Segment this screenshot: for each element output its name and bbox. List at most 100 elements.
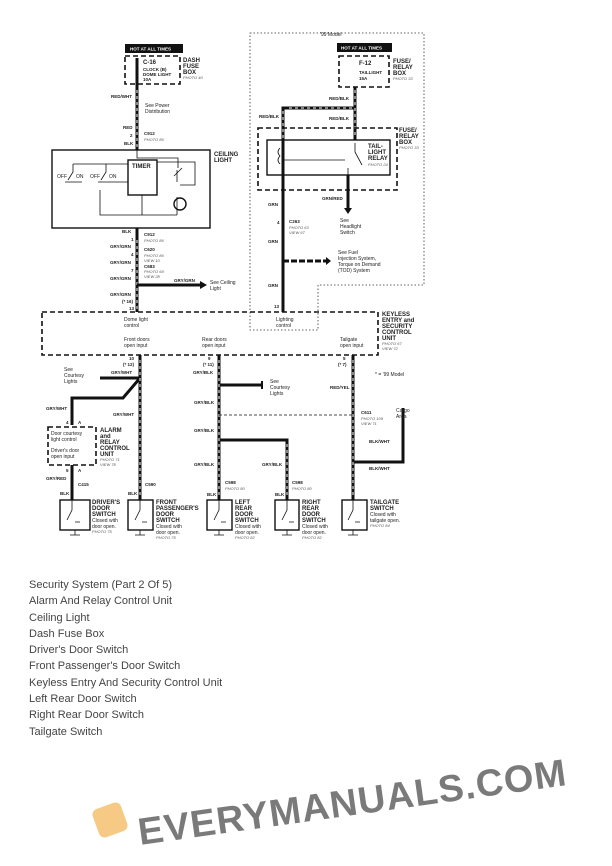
- pin-label: 13: [129, 306, 135, 311]
- fuse-relay-box: [257, 127, 398, 191]
- view-ref: VIEW 10: [144, 258, 161, 263]
- drivers-switch-label: DRIVER'S: [92, 500, 120, 506]
- taillight-relay: [266, 139, 391, 176]
- connector-label: C912: [144, 232, 155, 237]
- pin-label: 2: [130, 133, 133, 138]
- see-power-label: Distribution: [145, 109, 170, 115]
- left-rear-switch-label: REAR: [235, 506, 253, 512]
- see-fuel-label: See Fuel: [338, 250, 358, 256]
- timer-box: [127, 159, 158, 196]
- wire-label: GRY/WHT: [113, 412, 134, 417]
- pin-label: 4: [131, 252, 134, 257]
- wire-label: GRY/RED: [46, 476, 67, 481]
- wire-label: RED/WHT: [111, 94, 132, 99]
- closed-note: Closed with: [156, 524, 182, 530]
- see-ceiling-light-label: See Ceiling: [210, 280, 236, 286]
- dome-light-control-label: control: [124, 323, 139, 329]
- pin-label: 5: [343, 356, 346, 361]
- photo-ref: PHOTO 67: [382, 341, 402, 346]
- alarm-unit-label: ALARM: [100, 428, 122, 434]
- photo-ref: PHOTO 86: [144, 137, 164, 142]
- door-courtesy-label: Door courtesy: [51, 431, 83, 437]
- wire-label: BLK: [60, 491, 70, 496]
- wire-label: GRY/WHT: [111, 370, 132, 375]
- photo-ref: PHOTO 82: [302, 535, 322, 540]
- connector-label: C263: [289, 219, 300, 224]
- view-ref: VIEW 78: [100, 462, 117, 467]
- list-item: Ceiling Light: [29, 611, 90, 624]
- left-rear-switch-label: DOOR: [235, 512, 254, 518]
- ceiling-light-circuit: [65, 150, 196, 216]
- dash-fuse-box-label: DASH: [183, 58, 200, 64]
- alarm-relay-control-unit: [47, 426, 97, 466]
- wire-label: RED/YEL: [330, 385, 350, 390]
- dome-light-control-label: Dome light: [124, 317, 149, 323]
- cargo-area-label: Area: [396, 414, 407, 420]
- wire-label: GRN: [268, 283, 278, 288]
- wire-label: GRY/BLK: [193, 370, 214, 375]
- fuse-desc: TAILLIGHT: [359, 70, 382, 75]
- photo-ref: PHOTO 80: [292, 486, 312, 491]
- photo-ref: PHOTO 80: [225, 486, 245, 491]
- wire-label: BLK: [207, 492, 217, 497]
- pin-label: 10: [129, 356, 135, 361]
- view-ref: VIEW 67: [289, 230, 306, 235]
- connector-label: C620: [144, 247, 155, 252]
- list-item: Right Rear Door Switch: [29, 709, 144, 722]
- arrow-icon: [344, 208, 352, 214]
- connector-label: C415: [78, 482, 89, 487]
- see-power-label: See Power: [145, 103, 170, 109]
- see-courtesy-label: Lights: [270, 391, 284, 397]
- component-index-list: Security System (Part 2 Of 5) Alarm And …: [29, 577, 222, 740]
- see-courtesy-label: See: [270, 379, 279, 385]
- wire-stripe: [139, 360, 354, 496]
- wire-label: BLK/WHT: [369, 439, 390, 444]
- wire-label: BLK: [124, 141, 134, 146]
- fuse-relay-box-label: BOX: [399, 140, 412, 146]
- closed-note: Closed with: [302, 524, 328, 530]
- fuse-relay-box-label: BOX: [393, 71, 406, 77]
- list-item-title: Security System (Part 2 Of 5): [29, 579, 173, 591]
- model-note: * = '99 Model: [375, 372, 404, 378]
- see-ceiling-light-label: Light: [210, 286, 221, 292]
- see-fuel-label: (TOD) System: [338, 268, 370, 274]
- taillight-relay-label: LIGHT: [368, 150, 386, 156]
- rear-doors-input-label: Rear doors: [202, 337, 227, 343]
- model-99-label: '99 Model: [320, 32, 342, 38]
- see-courtesy-label: See: [64, 367, 73, 373]
- wire-label: GRY/BLK: [194, 428, 215, 433]
- see-headlight-label: See: [340, 218, 349, 224]
- wire-label: RED/BLK: [329, 96, 350, 101]
- right-rear-door-switch: [274, 499, 300, 536]
- relay-coil-icon: [277, 143, 363, 175]
- photo-ref: PHOTO 40: [183, 75, 203, 80]
- ceiling-light-label: CEILING: [214, 152, 239, 158]
- taillight-relay-label: TAIL-: [368, 144, 383, 150]
- wire-label: GRY/GRN: [110, 292, 131, 297]
- drivers-switch-label: SWITCH: [92, 512, 116, 518]
- list-item: Front Passenger's Door Switch: [29, 660, 181, 673]
- see-courtesy-label: Courtesy: [270, 385, 291, 391]
- right-rear-switch-label: REAR: [302, 506, 320, 512]
- tailgate-switch-label: TAILGATE: [370, 500, 399, 506]
- pin-label: 9: [208, 356, 211, 361]
- tailgate-switch: [341, 499, 368, 536]
- closed-note: tailgate open.: [370, 518, 400, 524]
- wire-label: GRY/BLK: [194, 400, 215, 405]
- pin-label: 13: [274, 304, 280, 309]
- rear-doors-input-label: open input: [202, 343, 226, 349]
- model-99-region: [249, 32, 425, 331]
- connector-label: C590: [145, 482, 156, 487]
- pin-label: 5: [66, 468, 69, 473]
- closed-note: door open.: [156, 530, 180, 536]
- wire-label: BLK/WHT: [369, 466, 390, 471]
- switch-off-label: OFF: [90, 174, 100, 180]
- fuse-desc: DOME LIGHT: [143, 72, 171, 77]
- right-rear-switch-label: SWITCH: [302, 518, 326, 524]
- watermark-text: EVERYMANUALS.COM: [135, 752, 569, 854]
- fuse-relay-box-label: FUSE/: [393, 59, 411, 65]
- photo-ref: PHOTO 75: [92, 529, 112, 534]
- photo-ref: PHOTO 109: [361, 416, 384, 421]
- closed-note: door open.: [92, 524, 116, 530]
- hot-label-left: HOT AT ALL TIMES: [130, 47, 171, 52]
